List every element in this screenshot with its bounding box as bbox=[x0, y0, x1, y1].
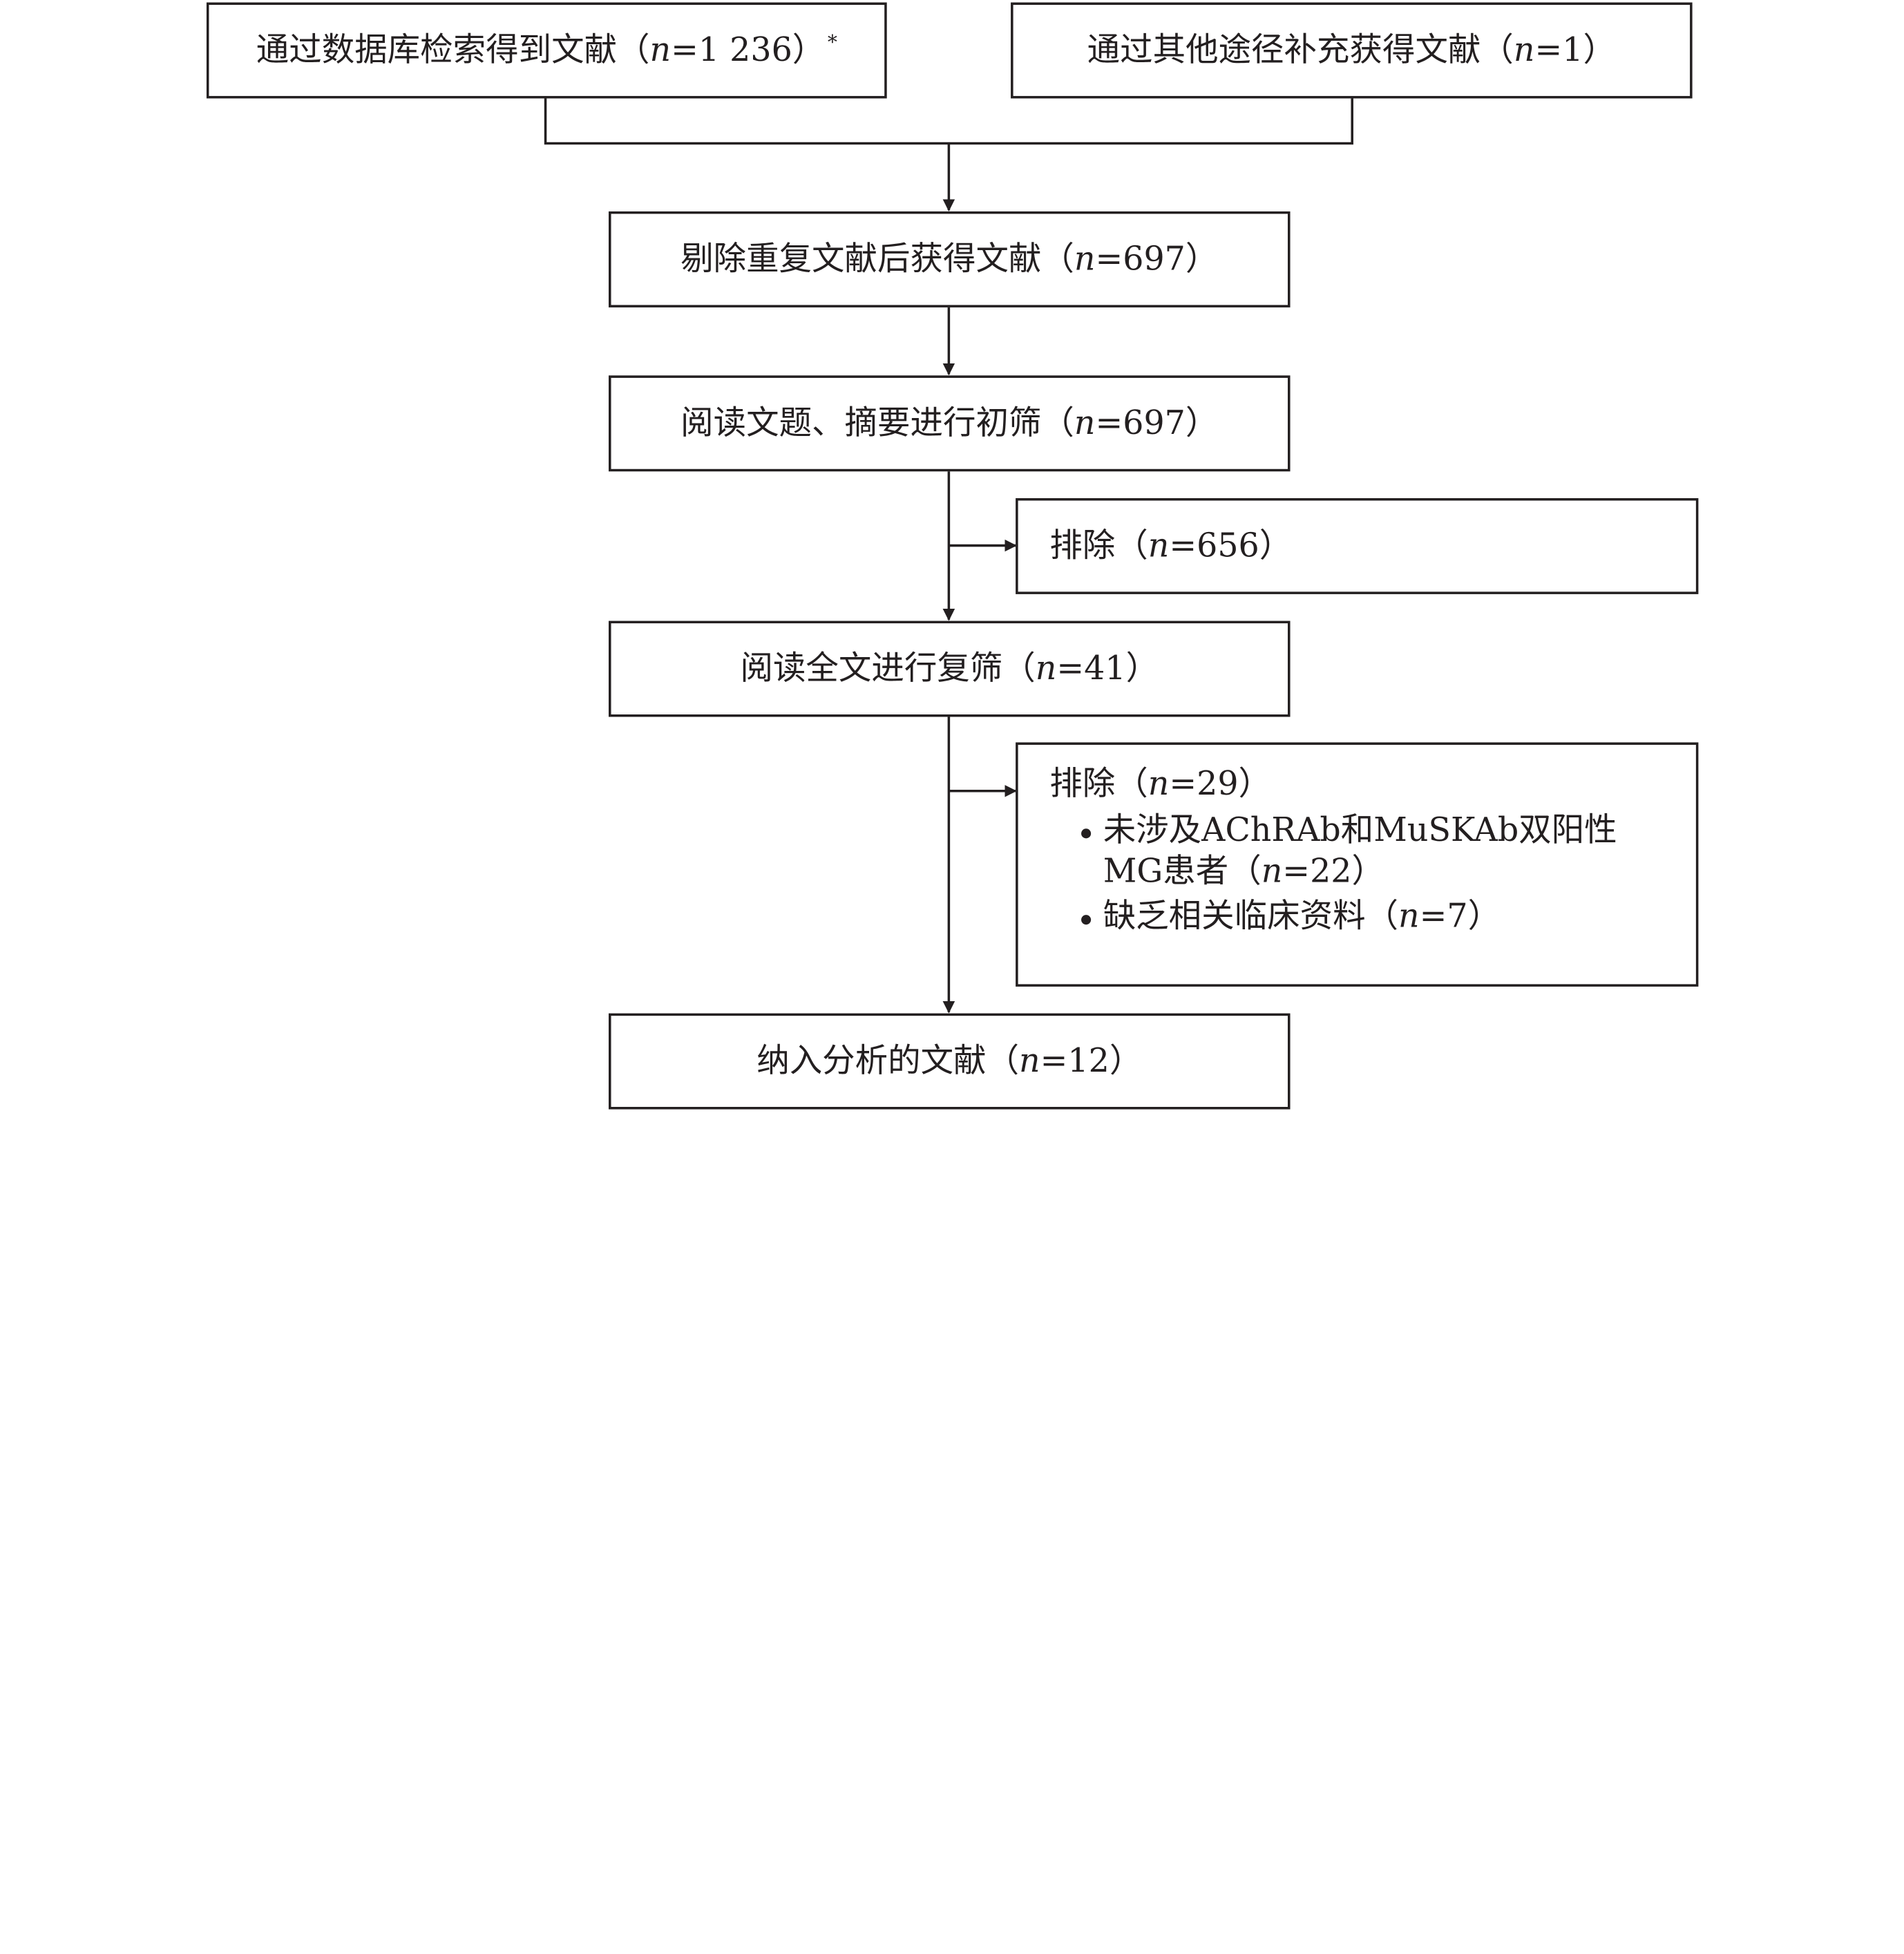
included-box: 纳入分析的文献（n=12） bbox=[609, 1013, 1291, 1110]
excluded-second-box: 排除（n=29） 未涉及AChRAb和MuSKAb双阳性MG患者（n=22） 缺… bbox=[1016, 742, 1699, 987]
exclusion-reason-item: 未涉及AChRAb和MuSKAb双阳性MG患者（n=22） bbox=[1049, 810, 1662, 892]
excluded-first-text: 排除（n=656） bbox=[1049, 527, 1293, 565]
title-abstract-screen-box: 阅读文题、摘要进行初筛（n=697） bbox=[609, 375, 1291, 472]
merge-connector bbox=[544, 97, 1353, 145]
exclusion-reason-text: 缺乏相关临床资料（n=7） bbox=[1103, 898, 1501, 936]
other-sources-box: 通过其他途径补充获得文献（n=1） bbox=[1011, 2, 1693, 99]
bullet-icon bbox=[1081, 915, 1092, 925]
dedup-text: 剔除重复文献后获得文献（n=697） bbox=[680, 240, 1219, 278]
dedup-box: 剔除重复文献后获得文献（n=697） bbox=[609, 211, 1291, 307]
exclusion-reason-item: 缺乏相关临床资料（n=7） bbox=[1049, 897, 1662, 938]
fulltext-screen-text: 阅读全文进行复筛（n=41） bbox=[740, 649, 1159, 687]
exclusion-reason-text: 未涉及AChRAb和MuSKAb双阳性MG患者（n=22） bbox=[1103, 811, 1617, 891]
database-search-box: 通过数据库检索得到文献（n=1 236）* bbox=[206, 2, 887, 99]
fulltext-screen-box: 阅读全文进行复筛（n=41） bbox=[609, 620, 1291, 717]
other-sources-text: 通过其他途径补充获得文献（n=1） bbox=[1087, 31, 1616, 69]
database-search-text: 通过数据库检索得到文献（n=1 236）* bbox=[256, 30, 837, 69]
excluded-second-text: 排除（n=29） bbox=[1049, 765, 1272, 804]
bullet-icon bbox=[1081, 828, 1092, 838]
excluded-first-box: 排除（n=656） bbox=[1016, 497, 1699, 594]
included-text: 纳入分析的文献（n=12） bbox=[756, 1042, 1143, 1080]
title-abstract-screen-text: 阅读文题、摘要进行初筛（n=697） bbox=[680, 404, 1219, 442]
connector-lines bbox=[544, 97, 1353, 1014]
